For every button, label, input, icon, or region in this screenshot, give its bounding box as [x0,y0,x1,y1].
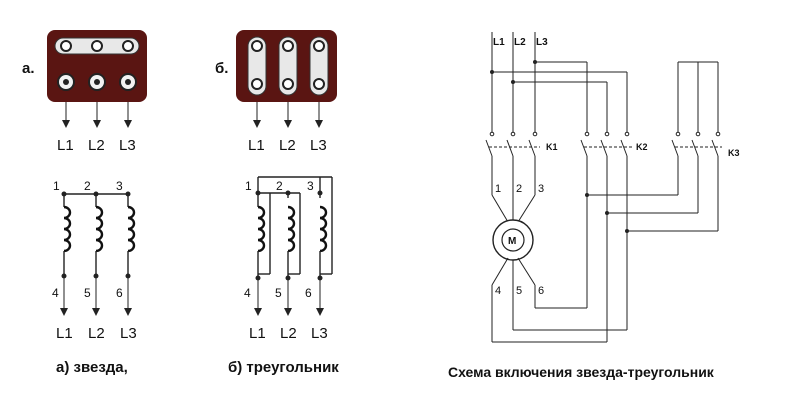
motor-terminal-6: 6 [538,285,544,297]
supply-lines [490,32,719,132]
delta-node-label-4: 4 [244,286,251,300]
delta-lead-l3: L3 [311,325,328,342]
contactor-k2 [580,131,632,157]
terminal-screws-b [251,40,325,90]
motor-terminal-1: 1 [495,183,501,195]
star-lead-l2: L2 [88,325,105,342]
motor-terminal-4: 4 [495,285,501,297]
panel-a: а. L1 L2 L3 1 2 3 [22,30,147,376]
delta-lead-l2: L2 [280,325,297,342]
delta-node-label-3: 3 [307,179,314,193]
lead-label-l3: L3 [119,137,136,154]
motor-terminal-5: 5 [516,285,522,297]
scheme-caption: Схема включения звезда-треугольник [448,364,715,380]
star-lead-l1: L1 [56,325,73,342]
terminal-screws-a [57,40,137,91]
node-label-5: 5 [84,286,91,300]
motor-label: M [508,236,516,247]
block-a-leads [62,102,132,128]
block-b-leads [253,102,323,128]
panel-a-caption: а) звезда, [56,359,128,376]
lead-label-b-l2: L2 [279,137,296,154]
lead-label-l2: L2 [88,137,105,154]
panel-b: б. L1 L2 L3 1 2 3 [215,30,339,376]
lead-label-b-l1: L1 [248,137,265,154]
contactor-label-k2: K2 [636,142,648,152]
delta-node-label-5: 5 [275,286,282,300]
contactor-k1 [485,131,540,157]
lead-label-b-l3: L3 [310,137,327,154]
delta-node-label-2: 2 [276,179,283,193]
input-label-l1: L1 [493,37,505,48]
node-label-2: 2 [84,179,91,193]
delta-node-label-1: 1 [245,179,252,193]
node-label-4: 4 [52,286,59,300]
motor-terminal-2: 2 [516,183,522,195]
delta-node-label-6: 6 [305,286,312,300]
k1-to-motor-wiring [491,156,536,223]
node-label-6: 6 [116,286,123,300]
star-delta-scheme: L1 L2 L3 [448,32,740,380]
panel-b-tag: б. [215,60,228,77]
motor-end-wiring [491,156,719,343]
star-schematic [60,191,136,316]
node-label-3: 3 [116,179,123,193]
input-label-l2: L2 [514,37,526,48]
contactor-label-k1: K1 [546,142,558,152]
delta-schematic [254,176,333,316]
motor-symbol [492,219,534,261]
panel-b-caption: б) треугольник [228,359,339,376]
contactor-k3 [671,131,722,157]
star-lead-l3: L3 [120,325,137,342]
delta-lead-l1: L1 [249,325,266,342]
contactor-label-k3: K3 [728,148,740,158]
motor-terminal-3: 3 [538,183,544,195]
lead-label-l1: L1 [57,137,74,154]
input-label-l3: L3 [536,37,548,48]
panel-a-tag: а. [22,60,35,77]
node-label-1: 1 [53,179,60,193]
